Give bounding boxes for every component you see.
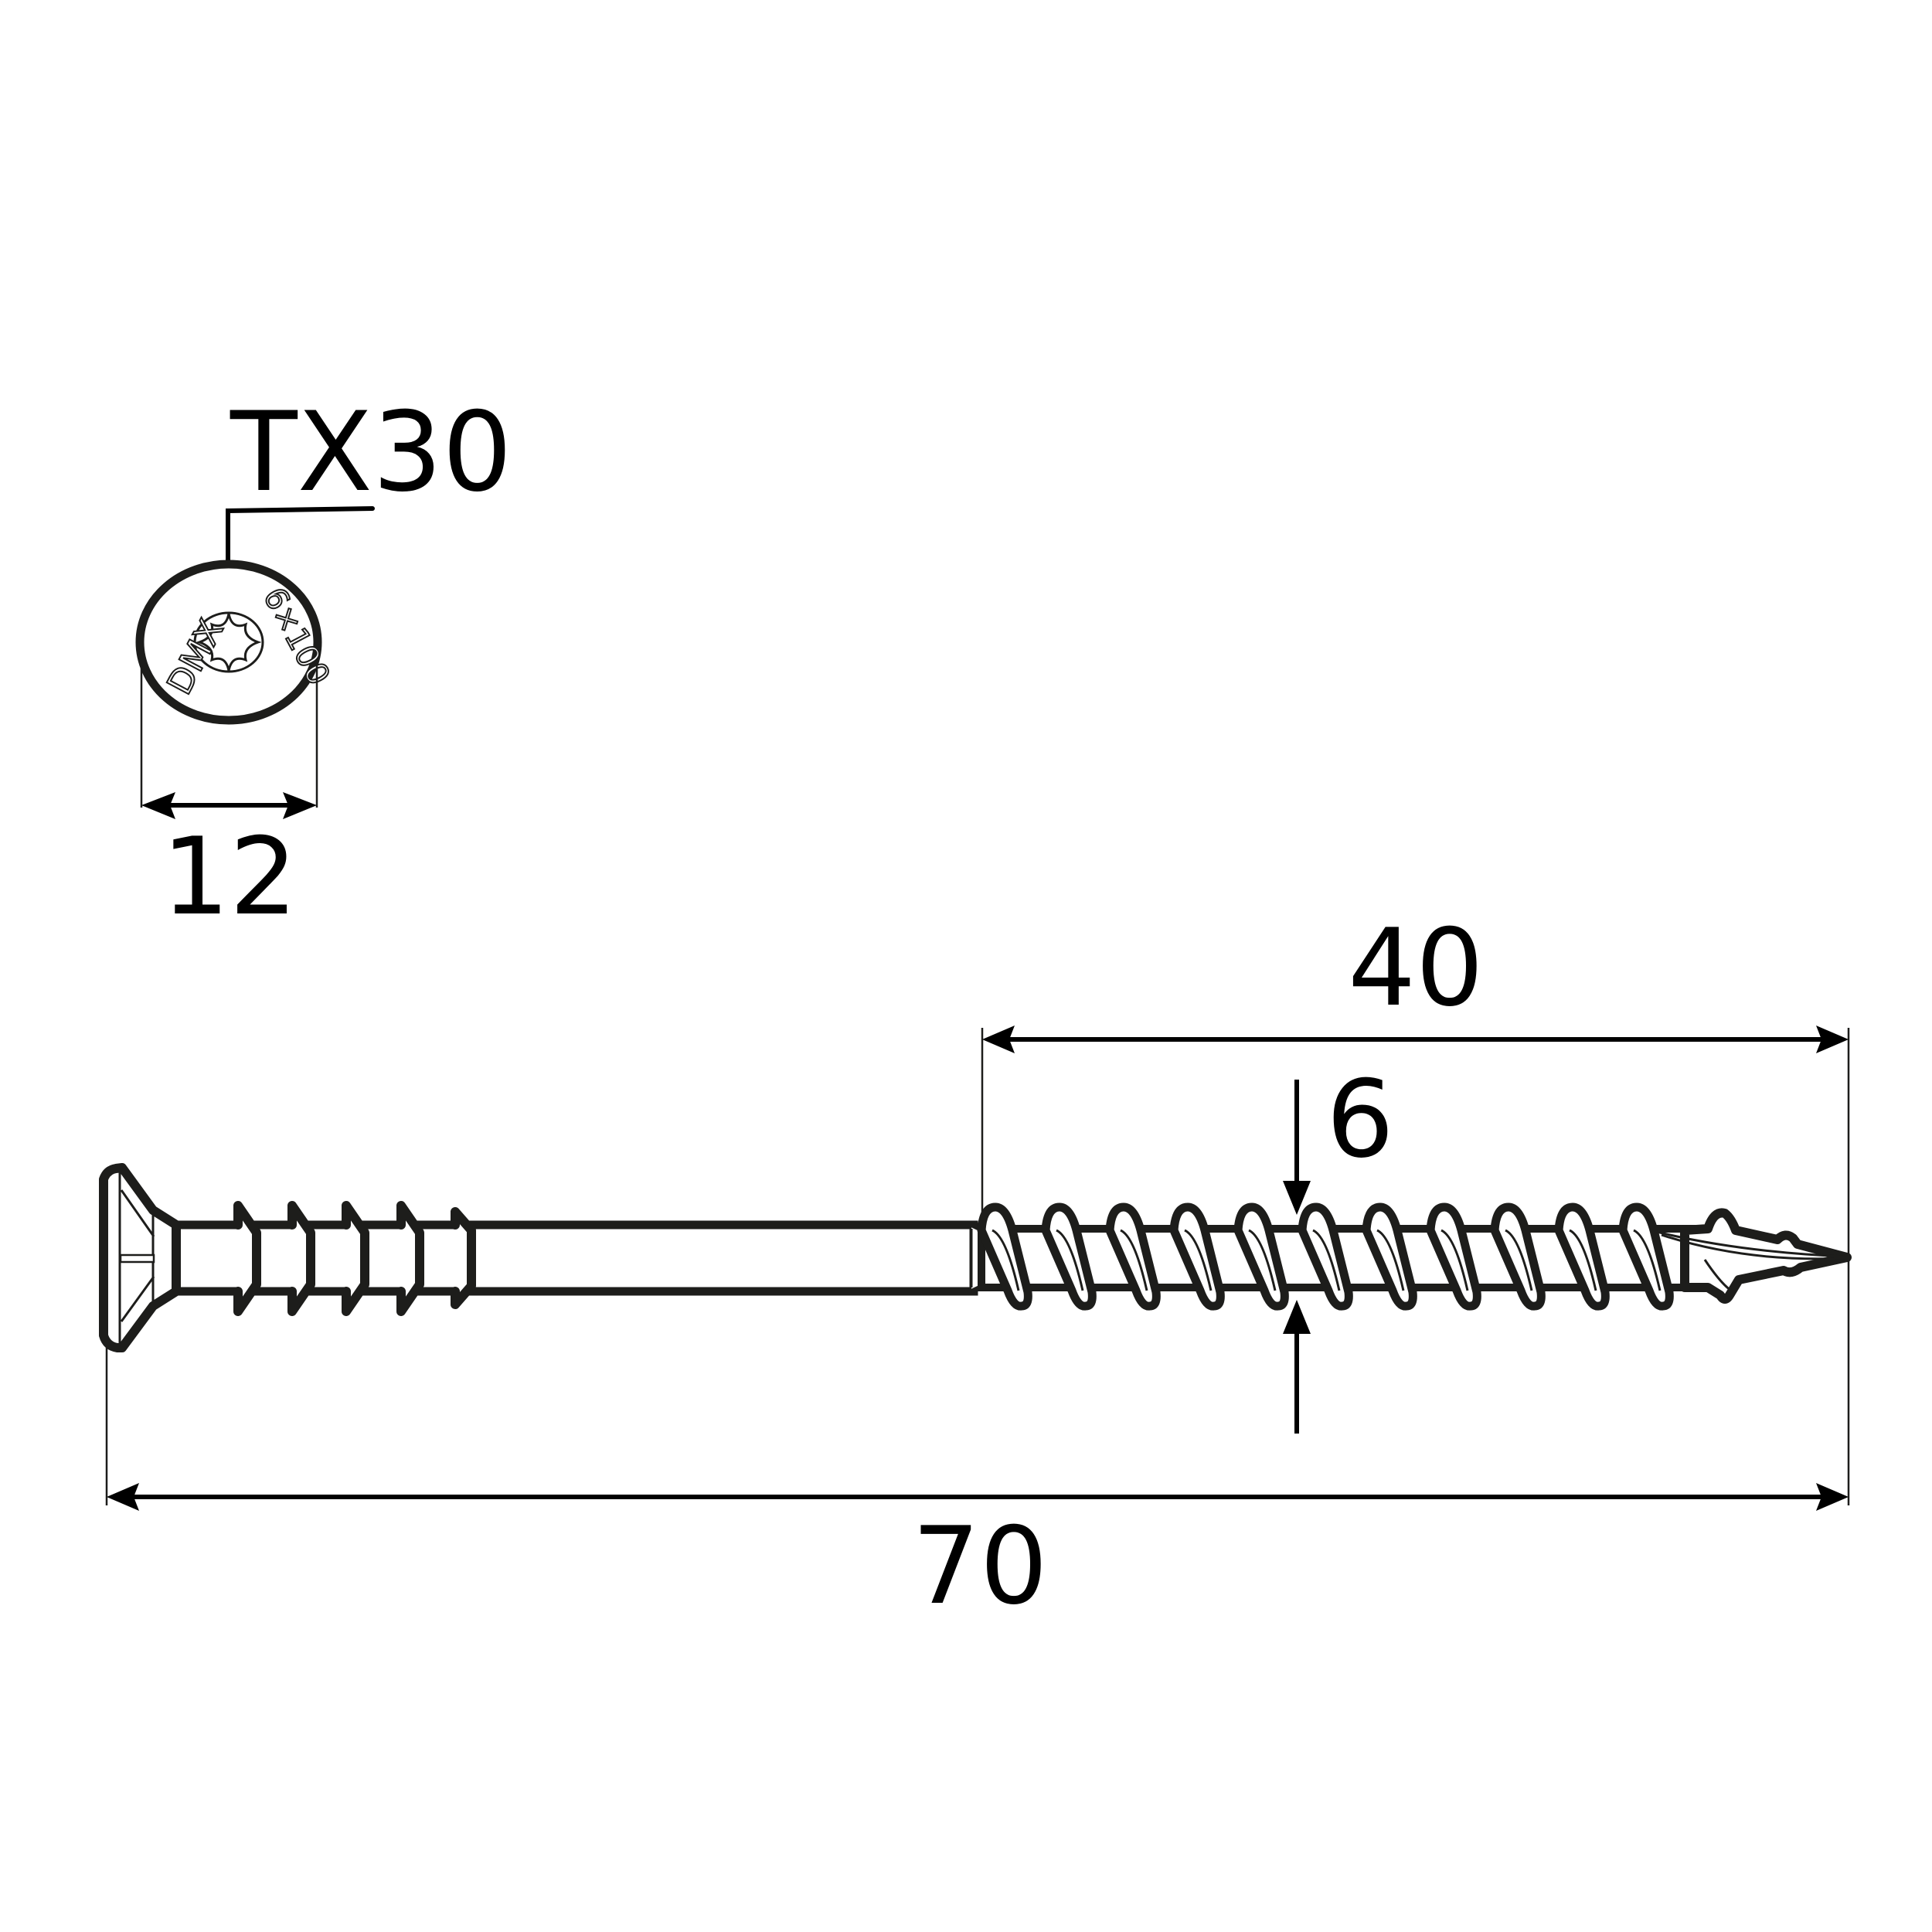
head-diameter-arrow-left-icon [141,792,175,819]
screw-head-side [99,1163,181,1352]
screw-side-view: 40 6 70 [99,906,1852,1628]
thread-flights [977,1202,1674,1311]
total-length-arrow-right-icon [1816,1483,1849,1511]
thread-diameter-arrow-bottom-icon [1283,1300,1311,1334]
thread-length-label: 40 [1348,906,1484,1030]
head-top-view: TX30 DMX 6×100 12 [135,389,512,939]
total-length-arrow-left-icon [107,1483,139,1511]
screw-tip [1656,1208,1852,1304]
head-diameter-label: 12 [162,815,298,939]
thread-length-arrow-right-icon [1816,1026,1849,1053]
thread-diameter-label: 6 [1326,1057,1394,1182]
screw-shank [154,1220,978,1296]
under-head-ribs [233,1201,476,1316]
torx-recess-icon [193,611,264,673]
head-diameter-arrow-right-icon [283,792,317,819]
thread-length-arrow-left-icon [982,1026,1015,1053]
total-length-label: 70 [912,1504,1048,1628]
thread-diameter-arrow-top-icon [1283,1181,1311,1215]
drive-type-label: TX30 [230,389,512,516]
